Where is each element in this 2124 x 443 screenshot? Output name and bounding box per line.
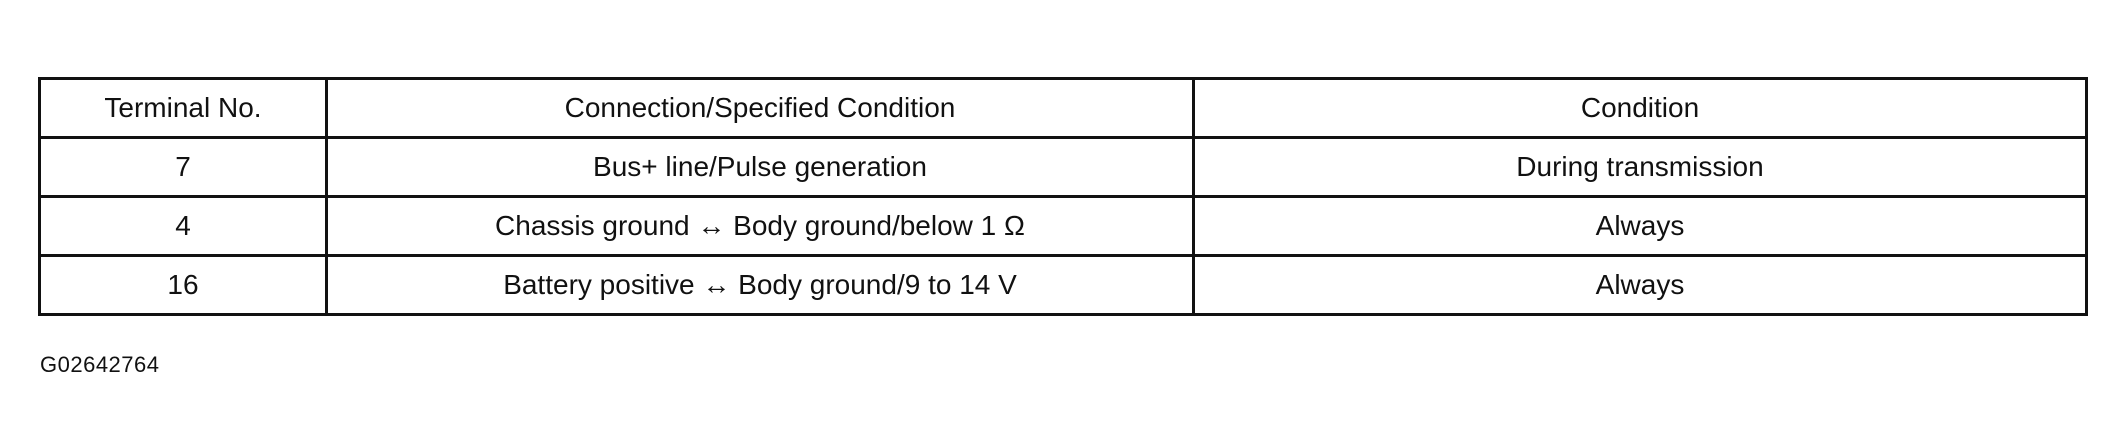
cell-condition: During transmission <box>1192 136 2088 198</box>
cell-connection: Battery positive ↔ Body ground/9 to 14 V <box>325 254 1195 316</box>
table-row: 4 Chassis ground ↔ Body ground/below 1 Ω… <box>38 195 2088 257</box>
cell-terminal: 4 <box>38 195 328 257</box>
table-header-row: Terminal No. Connection/Specified Condit… <box>38 77 2088 139</box>
cell-condition: Always <box>1192 195 2088 257</box>
header-connection-condition: Connection/Specified Condition <box>325 77 1195 139</box>
cell-terminal: 16 <box>38 254 328 316</box>
cell-connection: Bus+ line/Pulse generation <box>325 136 1195 198</box>
terminal-spec-table: Terminal No. Connection/Specified Condit… <box>38 77 2088 316</box>
table-row: 16 Battery positive ↔ Body ground/9 to 1… <box>38 254 2088 316</box>
cell-connection: Chassis ground ↔ Body ground/below 1 Ω <box>325 195 1195 257</box>
header-terminal-no: Terminal No. <box>38 77 328 139</box>
table-row: 7 Bus+ line/Pulse generation During tran… <box>38 136 2088 198</box>
figure-id-label: G02642764 <box>40 352 160 377</box>
header-condition: Condition <box>1192 77 2088 139</box>
cell-terminal: 7 <box>38 136 328 198</box>
cell-condition: Always <box>1192 254 2088 316</box>
